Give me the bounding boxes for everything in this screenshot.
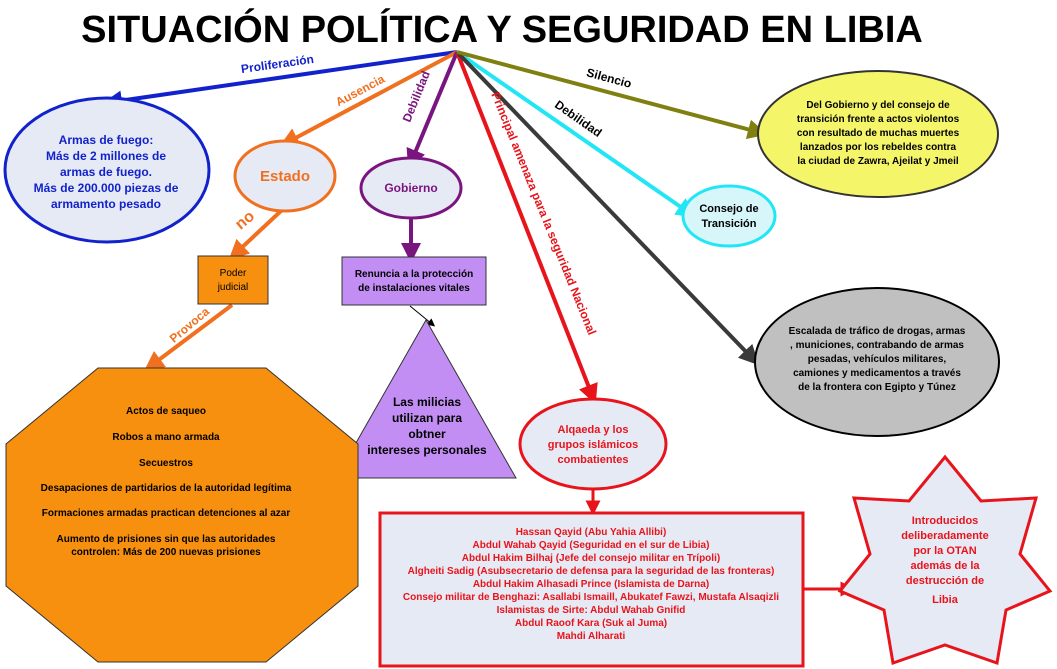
- node-lista-text: Hassan Qayid (Abu Yahia Allibi) Abdul Wa…: [403, 527, 779, 642]
- edge-silencio: [456, 50, 768, 140]
- svg-text:Escalada de tráfico de drogas,: Escalada de tráfico de drogas, armas: [789, 326, 966, 337]
- edge-amenaza: [455, 51, 598, 405]
- svg-text:de instalaciones vitales: de instalaciones vitales: [358, 283, 470, 294]
- svg-text:Renuncia a la protección: Renuncia a la protección: [355, 269, 473, 280]
- svg-text:destrucción de: destrucción de: [906, 575, 984, 587]
- svg-text:Algheiti Sadig (Asubsecretario: Algheiti Sadig (Asubsecretario de defens…: [408, 566, 775, 577]
- node-poder-judicial-text: Poder judicial: [217, 268, 249, 293]
- node-escalada-text: Escalada de tráfico de drogas, armas , m…: [789, 326, 966, 393]
- svg-text:grupos islámicos: grupos islámicos: [548, 439, 638, 451]
- svg-text:armas de fuego.: armas de fuego.: [60, 165, 152, 179]
- label-no: no: [232, 208, 258, 234]
- svg-text:Más de 2 millones de: Más de 2 millones de: [46, 149, 166, 163]
- svg-text:, municiones, contrabando de a: , municiones, contrabando de armas: [790, 340, 964, 351]
- edge-debilidad-gobierno: [406, 51, 459, 170]
- svg-text:deliberadamente: deliberadamente: [901, 530, 988, 542]
- svg-text:además de la: además de la: [910, 560, 980, 572]
- svg-text:Libia: Libia: [932, 594, 959, 606]
- node-gobierno: [359, 156, 463, 220]
- svg-text:pesadas, vehículos militares,: pesadas, vehículos militares,: [808, 354, 947, 365]
- node-silencio-detalle: [757, 70, 999, 198]
- svg-text:por la OTAN: por la OTAN: [913, 545, 976, 557]
- edge-estado-poder: [228, 208, 284, 260]
- node-consejo-text: Consejo de Transición: [699, 203, 758, 230]
- svg-text:obtner: obtner: [408, 427, 446, 441]
- svg-text:Más de 200.000 piezas de: Más de 200.000 piezas de: [34, 181, 179, 195]
- svg-text:Mahdi Alharati: Mahdi Alharati: [557, 631, 626, 642]
- node-renuncia: [341, 256, 487, 306]
- svg-text:Abdul Hakim Bilhaj (Jefe del c: Abdul Hakim Bilhaj (Jefe del consejo mil…: [462, 553, 720, 564]
- node-armas: [3, 96, 211, 244]
- svg-text:armamento pesado: armamento pesado: [51, 197, 161, 211]
- svg-text:judicial: judicial: [217, 282, 249, 293]
- svg-text:Islamistas de Sirte: Abdul Wah: Islamistas de Sirte: Abdul Wahab Gnifid: [497, 605, 686, 616]
- node-estrella: [837, 454, 1053, 665]
- svg-text:Abdul Wahab Qayid (Seguridad e: Abdul Wahab Qayid (Seguridad en el sur d…: [473, 540, 710, 551]
- node-silencio-detalle-text: Del Gobierno y del consejo de transición…: [797, 100, 960, 167]
- edge-renuncia-milicias: [409, 305, 436, 327]
- node-estado-text: Estado: [260, 168, 310, 185]
- edge-escalada: [455, 50, 759, 366]
- svg-text:la ciudad de Zawra, Ajeilat y: la ciudad de Zawra, Ajeilat y Jmeil: [797, 156, 959, 167]
- node-alqaeda-text: Alqaeda y los grupos islámicos combatien…: [548, 424, 638, 466]
- svg-text:Secuestros: Secuestros: [139, 458, 193, 469]
- node-poder-judicial: [197, 255, 269, 305]
- node-octagon-text: Actos de saqueo Robos a mano armada Secu…: [41, 406, 292, 558]
- svg-text:Consejo militar de Benghazi: A: Consejo militar de Benghazi: Asallabi Is…: [403, 592, 779, 603]
- edge-debilidad-consejo: [455, 50, 697, 218]
- node-lista: [378, 511, 805, 668]
- svg-text:Armas de fuego:: Armas de fuego:: [59, 133, 154, 147]
- node-gobierno-text: Gobierno: [384, 181, 437, 195]
- svg-text:Desapaciones de partidarios de: Desapaciones de partidarios de la autori…: [41, 483, 292, 494]
- node-renuncia-text: Renuncia a la protección de instalacione…: [355, 269, 473, 294]
- svg-text:transición frente a actos viol: transición frente a actos violentos: [797, 114, 960, 125]
- node-milicias-text: Las milicias utilizan para obtner intere…: [367, 395, 487, 457]
- svg-text:combatientes: combatientes: [558, 454, 629, 466]
- svg-text:Del Gobierno y del consejo de: Del Gobierno y del consejo de: [806, 100, 950, 111]
- svg-text:Abdul Hakim Alhasadi Prince (I: Abdul Hakim Alhasadi Prince (Islamista d…: [473, 579, 709, 590]
- node-consejo: [681, 184, 777, 248]
- svg-text:Poder: Poder: [220, 268, 247, 279]
- svg-text:Actos de saqueo: Actos de saqueo: [126, 406, 206, 417]
- svg-text:Transición: Transición: [701, 218, 756, 230]
- svg-text:de la frontera con Egipto y Tú: de la frontera con Egipto y Túnez: [798, 382, 956, 393]
- svg-text:con resultado de muchas muerte: con resultado de muchas muertes: [797, 128, 960, 139]
- node-octagon: [5, 367, 359, 663]
- node-estrella-text: Introducidos deliberadamente por la OTAN…: [901, 515, 988, 606]
- svg-text:Aumento de prisiones sin que l: Aumento de prisiones sin que las autorid…: [57, 534, 276, 545]
- page-title: SITUACIÓN POLÍTICA Y SEGURIDAD EN LIBIA: [81, 7, 923, 51]
- svg-text:Las milicias: Las milicias: [393, 395, 461, 409]
- node-escalada: [754, 287, 1000, 437]
- edge-proliferacion: [102, 50, 458, 111]
- edge-ausencia: [279, 50, 458, 147]
- svg-text:lanzados por los rebeldes cont: lanzados por los rebeldes contra: [800, 142, 957, 153]
- svg-text:controlen: Más de 200 nuevas p: controlen: Más de 200 nuevas prisiones: [71, 547, 261, 558]
- svg-text:camiones y medicamentos a trav: camiones y medicamentos a través: [793, 368, 961, 379]
- edge-poder-octagon: [144, 303, 234, 371]
- svg-text:Introducidos: Introducidos: [912, 515, 979, 527]
- svg-text:Formaciones armadas practican: Formaciones armadas practican detencione…: [42, 508, 291, 519]
- node-estado: [233, 139, 337, 213]
- label-debilidad-gobierno: Debilidad: [400, 69, 433, 124]
- svg-text:Alqaeda y los: Alqaeda y los: [558, 424, 629, 436]
- svg-text:utilizan para: utilizan para: [392, 411, 462, 425]
- node-armas-text: Armas de fuego: Más de 2 millones de arm…: [34, 133, 179, 211]
- node-alqaeda: [518, 397, 668, 491]
- svg-text:Hassan Qayid (Abu Yahia Allibi: Hassan Qayid (Abu Yahia Allibi): [516, 527, 667, 538]
- svg-text:Consejo de: Consejo de: [699, 203, 758, 215]
- svg-text:intereses personales: intereses personales: [367, 443, 487, 457]
- svg-text:Robos a mano armada: Robos a mano armada: [112, 432, 220, 443]
- svg-text:Abdul Raoof Kara (Suk al Juma): Abdul Raoof Kara (Suk al Juma): [515, 618, 667, 629]
- node-milicias: [335, 318, 517, 479]
